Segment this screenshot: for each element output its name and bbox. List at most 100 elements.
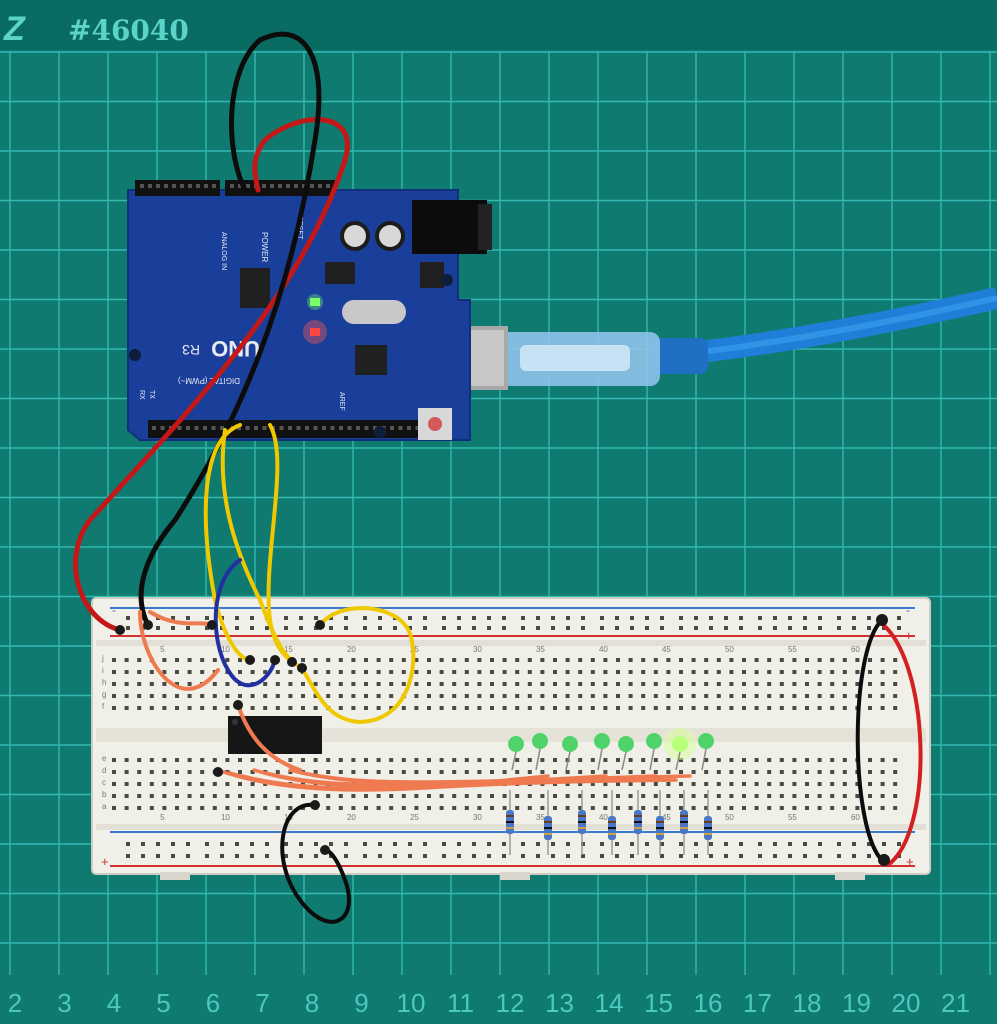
hole	[452, 682, 457, 686]
hole	[578, 770, 583, 774]
hole	[645, 854, 649, 858]
pin	[204, 184, 208, 188]
hole	[679, 694, 683, 698]
hole	[314, 854, 318, 858]
hole	[679, 706, 683, 710]
hole	[792, 706, 797, 710]
hole	[666, 794, 671, 798]
hole	[630, 626, 634, 630]
hole	[540, 706, 545, 710]
hole	[162, 794, 167, 798]
pin	[373, 426, 377, 430]
hole	[225, 658, 230, 662]
hole	[893, 794, 898, 798]
hole	[364, 694, 368, 698]
hole	[313, 694, 318, 698]
hole	[615, 626, 619, 630]
ruler-number: 9	[354, 988, 368, 1018]
pin	[302, 184, 306, 188]
hole	[551, 854, 555, 858]
hole	[124, 694, 129, 698]
hole	[773, 626, 777, 630]
hole	[581, 616, 585, 620]
hole	[351, 670, 356, 674]
hole	[187, 782, 192, 786]
hole	[288, 770, 293, 774]
pin	[330, 426, 335, 430]
pin	[237, 426, 241, 430]
hole	[803, 854, 807, 858]
ruler-number: 16	[694, 988, 723, 1018]
hole	[301, 694, 305, 698]
hole	[527, 706, 532, 710]
hole	[376, 670, 381, 674]
pin	[180, 184, 184, 188]
hole	[186, 854, 190, 858]
hole	[590, 694, 595, 698]
hole	[767, 694, 772, 698]
hole	[880, 782, 885, 786]
hole	[250, 794, 255, 798]
hole	[314, 616, 318, 620]
hole	[729, 670, 734, 674]
hole	[344, 854, 348, 858]
hole	[376, 758, 381, 762]
hole	[112, 694, 116, 698]
hole	[553, 706, 557, 710]
hole	[653, 794, 658, 798]
hole	[600, 842, 604, 846]
pin	[220, 426, 224, 430]
hole	[439, 794, 444, 798]
hole	[868, 770, 872, 774]
hole	[313, 794, 318, 798]
hole	[288, 682, 293, 686]
hole	[326, 658, 331, 662]
hole	[716, 670, 721, 674]
hole	[716, 658, 721, 662]
hole	[212, 794, 217, 798]
hole	[414, 806, 419, 810]
resistors	[506, 790, 712, 855]
pin	[364, 426, 369, 430]
hole	[691, 794, 696, 798]
hole	[855, 782, 860, 786]
hole	[616, 658, 620, 662]
hole	[679, 758, 683, 762]
hole	[464, 670, 469, 674]
hole	[502, 706, 507, 710]
row-letter: g	[102, 690, 106, 699]
hole	[263, 706, 268, 710]
hole	[630, 616, 634, 620]
hole	[515, 794, 520, 798]
column-number: 5	[160, 813, 165, 822]
hole	[691, 682, 696, 686]
hole	[477, 694, 482, 698]
pin	[246, 184, 250, 188]
regulator	[420, 262, 444, 288]
hole	[779, 658, 784, 662]
hole	[200, 770, 205, 774]
pin	[296, 426, 301, 430]
hole	[124, 794, 129, 798]
hole	[641, 758, 646, 762]
hole	[691, 758, 696, 762]
hole	[666, 706, 671, 710]
hole	[301, 706, 305, 710]
hole	[540, 770, 545, 774]
hole	[338, 770, 343, 774]
hole	[893, 706, 898, 710]
hole	[578, 758, 583, 762]
hole	[225, 806, 230, 810]
column-number: 60	[851, 813, 860, 822]
hole	[414, 758, 419, 762]
hole	[502, 842, 506, 846]
hole	[427, 806, 431, 810]
hole	[477, 658, 482, 662]
hole	[551, 626, 555, 630]
hole	[301, 658, 305, 662]
hole	[326, 770, 331, 774]
hole	[679, 782, 683, 786]
hole	[427, 670, 431, 674]
pin	[188, 184, 192, 188]
hole	[288, 694, 293, 698]
